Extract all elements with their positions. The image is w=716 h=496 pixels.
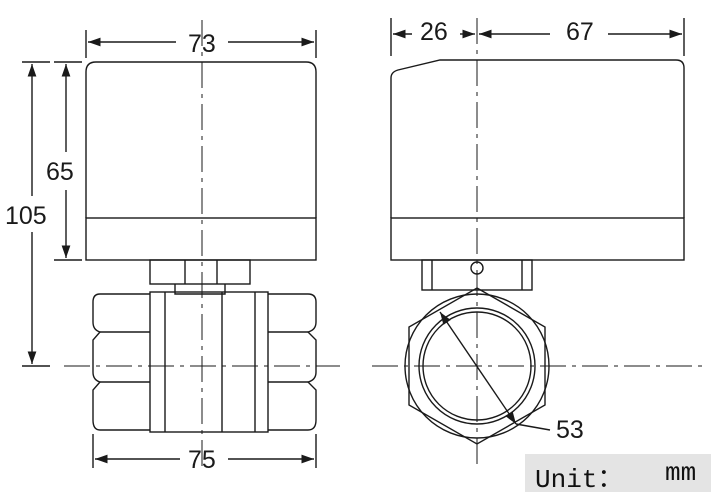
- front-neck: [149, 259, 251, 285]
- side-actuator-base: [390, 217, 685, 261]
- dim-label-26: 26: [420, 18, 448, 46]
- front-actuator-housing: [85, 61, 317, 218]
- dim-label-53: 53: [556, 416, 584, 444]
- side-actuator-housing: [390, 59, 685, 218]
- unit-label: Unit：: [535, 465, 624, 495]
- unit-value: mm: [665, 458, 697, 488]
- dim-label-65: 65: [46, 158, 74, 186]
- front-dimensions: [22, 30, 317, 468]
- dim-label-105: 105: [5, 202, 47, 230]
- dim-label-67: 67: [566, 18, 594, 46]
- side-dimensions: [390, 18, 685, 431]
- unit-label-box: Unit： mm: [525, 454, 711, 495]
- front-valve-body: [149, 291, 269, 433]
- front-right-hex: [268, 293, 317, 431]
- front-actuator-base: [85, 217, 317, 261]
- dim-label-75: 75: [188, 446, 216, 474]
- front-left-hex: [92, 293, 150, 431]
- dim-label-73: 73: [188, 30, 216, 58]
- front-view: [64, 20, 340, 470]
- side-view: [372, 18, 706, 470]
